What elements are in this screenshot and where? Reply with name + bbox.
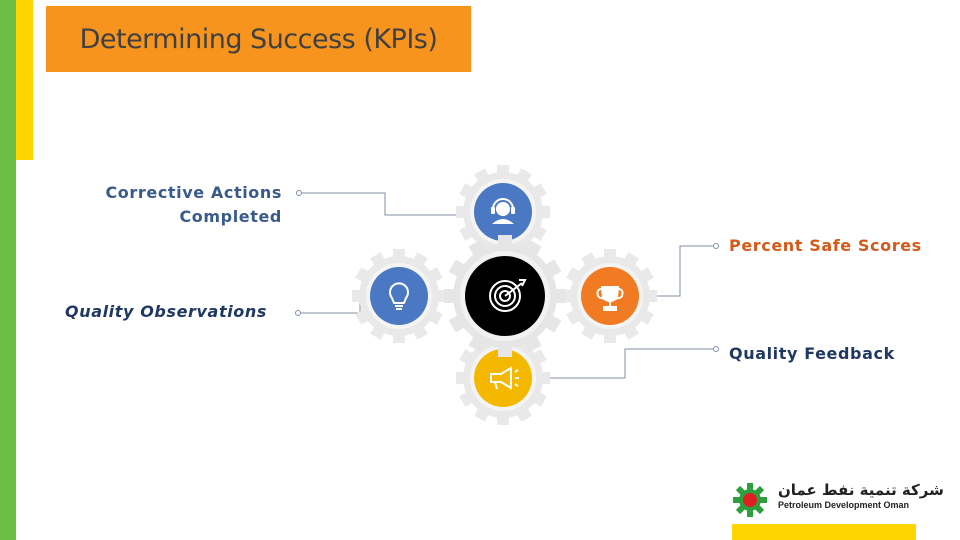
- kpi-corrective-actions: Corrective Actions Completed: [105, 181, 282, 229]
- logo-company-name: Petroleum Development Oman: [778, 500, 910, 510]
- logo-yellow-stripe: [732, 524, 916, 540]
- kpi-corrective-label: Corrective Actions Completed: [105, 183, 282, 226]
- kpi-quality-feedback: Quality Feedback: [729, 344, 895, 363]
- target-arrow-icon: [489, 279, 527, 312]
- gear-top: [456, 165, 550, 259]
- megaphone-icon: [490, 366, 519, 390]
- kpi-percent-safe-scores: Percent Safe Scores: [729, 236, 922, 255]
- company-logo-icon: [733, 483, 767, 517]
- logo-arabic-name: شركة تنمية نفط عمان: [778, 481, 944, 499]
- gear-center: [444, 235, 566, 357]
- lightbulb-icon: [389, 282, 409, 310]
- connector-quality-fb: [548, 348, 716, 379]
- headset-user-icon: [491, 198, 515, 224]
- connector-corrective: [299, 192, 462, 216]
- gear-left: [352, 249, 446, 343]
- connector-percent: [645, 245, 716, 297]
- connector-lines: [295, 190, 719, 379]
- page-title: Determining Success (KPIs): [79, 23, 438, 55]
- left-yellow-bar: [16, 0, 33, 160]
- title-banner: Determining Success (KPIs): [46, 6, 471, 72]
- trophy-icon: [596, 286, 624, 311]
- kpi-quality-observations: Quality Observations: [65, 302, 267, 321]
- gear-bottom: [456, 331, 550, 425]
- gear-right: [563, 249, 657, 343]
- left-green-bar: [0, 0, 16, 540]
